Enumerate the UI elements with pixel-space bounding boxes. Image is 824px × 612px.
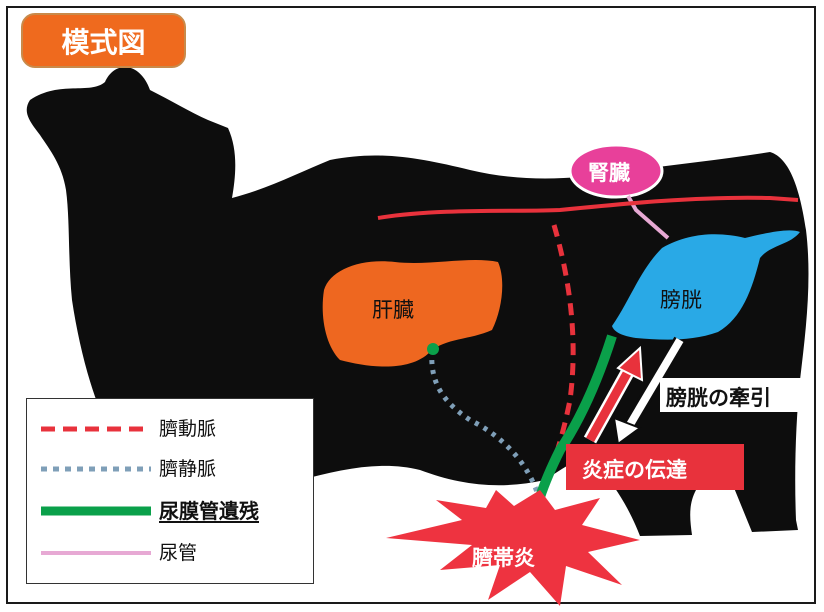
inflammation-label: 炎症の伝達 xyxy=(582,458,687,482)
liver-vein-node xyxy=(427,343,439,355)
title-badge: 模式図 xyxy=(21,13,186,68)
liver-label: 肝臓 xyxy=(372,298,414,322)
traction-arrow xyxy=(612,336,686,446)
traction-label-bg xyxy=(660,378,802,412)
legend-urachus-swatch xyxy=(41,506,151,516)
inflammation-arrow xyxy=(583,345,644,444)
legend-vein-swatch xyxy=(41,466,151,472)
traction-label: 膀胱の牽引 xyxy=(666,386,771,410)
ureter-line xyxy=(626,195,670,240)
legend-item-ureter: 尿管 xyxy=(27,539,313,567)
legend-ureter-label: 尿管 xyxy=(159,542,198,564)
legend-item-artery: 臍動脈 xyxy=(27,415,313,443)
legend-item-urachus: 尿膜管遺残 xyxy=(27,497,313,525)
legend-item-vein: 臍静脈 xyxy=(27,455,313,483)
kidney-shape xyxy=(568,143,664,199)
omphalitis-label: 臍帯炎 xyxy=(472,546,535,570)
bladder-label: 膀胱 xyxy=(660,288,702,312)
legend-ureter-swatch xyxy=(41,551,151,555)
legend-artery-label: 臍動脈 xyxy=(159,418,217,440)
kidney-label: 腎臓 xyxy=(588,161,630,185)
umbilical-vein-line xyxy=(429,349,541,496)
liver-shape xyxy=(322,260,503,367)
legend-urachus-label: 尿膜管遺残 xyxy=(159,499,259,523)
legend-vein-label: 臍静脈 xyxy=(159,458,217,480)
omphalitis-burst xyxy=(386,490,640,606)
inflammation-label-bg xyxy=(566,444,744,490)
legend-artery-swatch xyxy=(41,426,151,432)
urachus-remnant-line xyxy=(535,334,617,499)
aorta-line xyxy=(377,195,799,220)
bladder-shape xyxy=(612,230,800,340)
legend: 臍動脈 臍静脈 尿膜管遺残 尿管 xyxy=(26,398,314,584)
